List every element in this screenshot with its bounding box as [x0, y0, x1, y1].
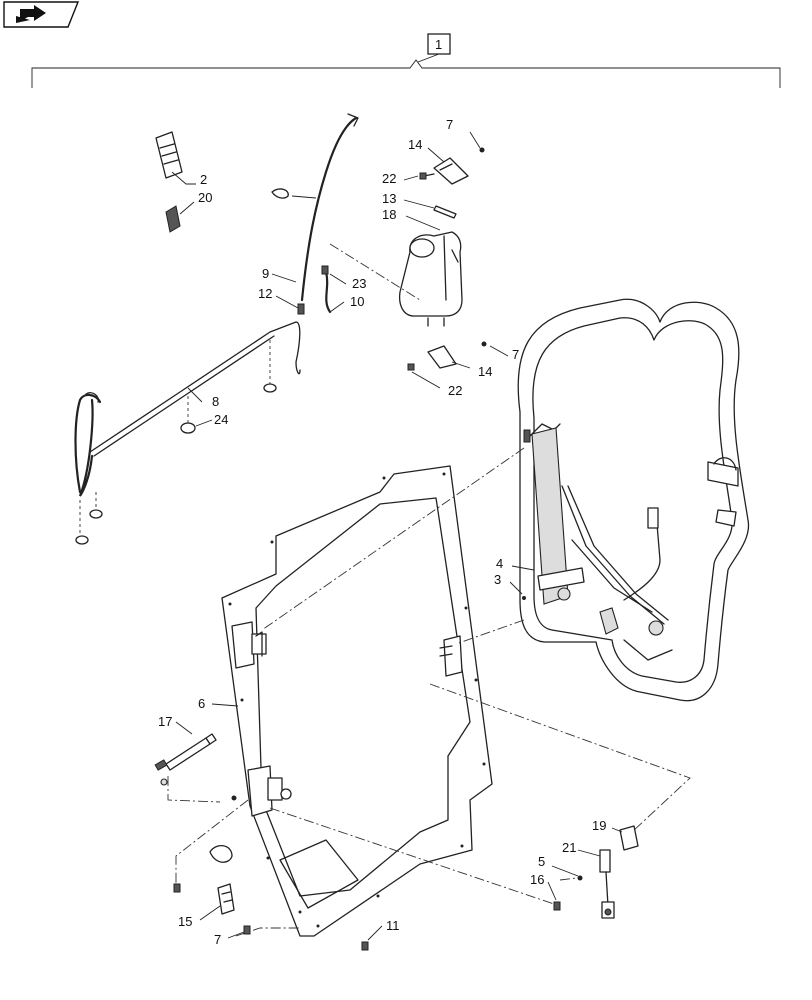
callout-15: 15: [178, 914, 192, 929]
callout-7a: 7: [446, 117, 453, 132]
hose-valve-part: [321, 265, 347, 314]
tag-part: [199, 883, 235, 921]
screw-16: [547, 881, 561, 911]
latch-plate: [439, 635, 463, 677]
lower-small-parts: [173, 795, 237, 893]
callout-17: 17: [158, 714, 172, 729]
door-glass-part: [509, 298, 750, 702]
callout-24: 24: [214, 412, 228, 427]
screw-lower-left: [227, 925, 251, 939]
assembly-label: 1: [435, 37, 442, 52]
callout-22a: 22: [382, 171, 396, 186]
callout-14a: 14: [408, 137, 422, 152]
lower-bracket-part: [407, 341, 509, 389]
callout-3: 3: [494, 572, 501, 587]
assembly-bracket: 1: [31, 33, 781, 88]
gas-strut-part: [154, 721, 217, 786]
callout-22b: 22: [448, 383, 462, 398]
washer-bottle-part: [398, 215, 463, 327]
decal-part: [155, 131, 196, 185]
callout-8: 8: [212, 394, 219, 409]
door-frame-part: [211, 465, 493, 937]
callout-12: 12: [258, 286, 272, 301]
callout-13: 13: [382, 191, 396, 206]
hose-clamps: [75, 340, 277, 545]
callout-10: 10: [350, 294, 364, 309]
callout-5: 5: [538, 854, 545, 869]
screw-11: [361, 925, 383, 951]
upper-bracket-part: [403, 131, 485, 185]
callout-7c: 7: [214, 932, 221, 947]
callout-18: 18: [382, 207, 396, 222]
hinge-upper: [231, 621, 267, 669]
callout-19: 19: [592, 818, 606, 833]
callout-16: 16: [530, 872, 544, 887]
callout-6: 6: [198, 696, 205, 711]
screw-5: [551, 865, 583, 881]
right-arrow-icon: [16, 5, 46, 23]
nav-button[interactable]: [3, 1, 80, 28]
strap-part: [403, 199, 457, 219]
washer-hose-part: [271, 113, 359, 302]
hinge-lower: [247, 765, 292, 817]
callout-11: 11: [386, 918, 400, 933]
latch-bracket-part: [611, 825, 639, 851]
callout-2: 2: [200, 172, 207, 187]
callout-20: 20: [198, 190, 212, 205]
long-hose-part: [74, 321, 301, 497]
callout-4: 4: [496, 556, 503, 571]
callout-21: 21: [562, 840, 576, 855]
assembly-center-lines: [167, 447, 691, 937]
callout-14b: 14: [478, 364, 492, 379]
connector-part: [275, 295, 305, 315]
grommet-part: [165, 201, 195, 233]
latch-rod-part: [577, 849, 615, 919]
callout-7b: 7: [512, 347, 519, 362]
callout-9: 9: [262, 266, 269, 281]
callout-23: 23: [352, 276, 366, 291]
